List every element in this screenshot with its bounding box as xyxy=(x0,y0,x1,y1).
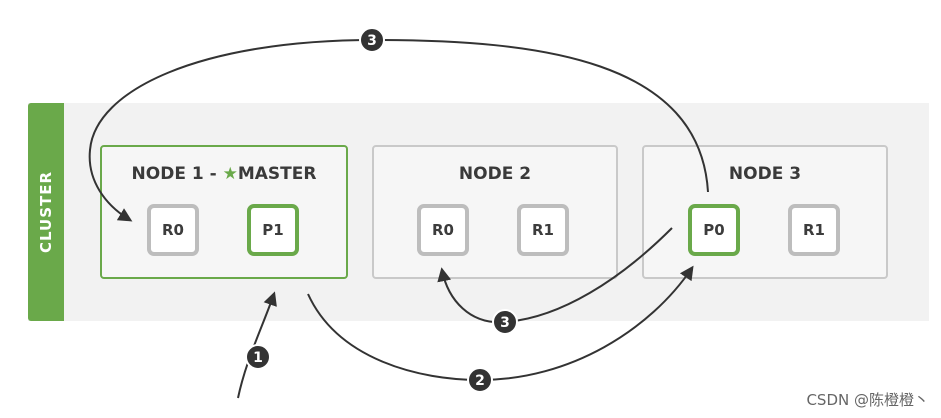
node-2-title-text: NODE 2 xyxy=(458,164,532,184)
step-badge-3-bottom-label: 3 xyxy=(500,315,510,331)
step-badge-3-top-label: 3 xyxy=(367,33,377,49)
node-1: NODE 1 - ★MASTER R0 P1 xyxy=(100,145,348,279)
shard-label: R1 xyxy=(532,221,554,239)
step-badge-3-top: 3 xyxy=(359,27,385,53)
shard-label: P1 xyxy=(262,221,284,239)
arrow-step-3-to-node1 xyxy=(88,38,709,222)
star-icon: ★ xyxy=(222,164,238,184)
node-1-title: NODE 1 - ★MASTER xyxy=(102,164,346,184)
node-2: NODE 2 R0 R1 xyxy=(372,145,618,279)
node-3-title-text: NODE 3 xyxy=(728,164,802,184)
shard-replica-r1: R1 xyxy=(788,204,840,256)
watermark: CSDN @陈橙橙丶 xyxy=(806,391,929,409)
shard-replica-r1: R1 xyxy=(517,204,569,256)
shard-primary-p0: P0 xyxy=(688,204,740,256)
step-badge-1: 1 xyxy=(245,344,271,370)
master-label: MASTER xyxy=(237,164,317,184)
node-2-title: NODE 2 xyxy=(374,164,616,184)
shard-label: P0 xyxy=(703,221,725,239)
arrow-step-3-to-node2 xyxy=(437,227,673,324)
cluster-tab xyxy=(28,103,64,321)
shard-label: R0 xyxy=(432,221,454,239)
step-badge-2-label: 2 xyxy=(475,373,485,389)
node-3: NODE 3 P0 R1 xyxy=(642,145,888,279)
step-badge-2: 2 xyxy=(467,367,493,393)
shard-replica-r0: R0 xyxy=(417,204,469,256)
shard-label: R0 xyxy=(162,221,184,239)
node-3-title: NODE 3 xyxy=(644,164,886,184)
step-badge-3-bottom: 3 xyxy=(492,309,518,335)
shard-label: R1 xyxy=(803,221,825,239)
shard-replica-r0: R0 xyxy=(147,204,199,256)
shard-primary-p1: P1 xyxy=(247,204,299,256)
step-badge-1-label: 1 xyxy=(253,350,263,366)
node-1-title-text: NODE 1 - xyxy=(131,164,223,184)
